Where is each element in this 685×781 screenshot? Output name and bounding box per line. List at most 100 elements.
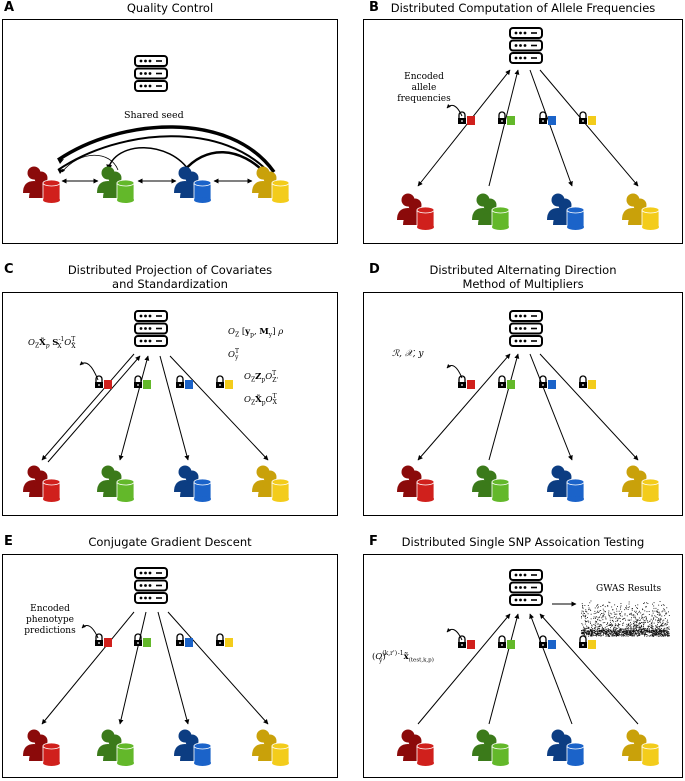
padlock-icon-c-3 [176,375,193,389]
formula-c-right: OZ [yp, My] ρ OTy OZZpOTZ' OZX̃pOTX [228,324,296,411]
user-database-icon-f-3 [547,729,585,766]
shared-seed-label: Shared seed [124,110,184,121]
encoded-allele-line3: frequencies [397,94,451,104]
padlock-icon-f-4 [579,635,596,649]
padlock-icon-f-3 [539,635,556,649]
encoded-allele-line2: allele [411,83,437,93]
arrow-f-3 [529,613,573,725]
padlock-icon-d-3 [539,375,556,389]
arrow-d-1 [417,353,511,461]
user-database-icon-e-1 [23,729,61,766]
arrow-e-1 [41,611,135,725]
encoded-allele-label: Encoded allele frequencies [392,72,456,105]
user-database-icon-e-4 [252,729,290,766]
padlock-icon-b-2 [498,111,515,125]
panel-letter-f: F [369,534,378,549]
panel-title-d-line2: Method of Multipliers [462,277,584,291]
arrow-e-2 [118,611,147,725]
arrow-f-2 [488,613,520,725]
curved-arrow-icon-b [446,104,463,117]
gwas-manhattan-plot [581,600,670,637]
user-database-icon-c-3 [174,465,212,502]
user-database-icon-e-3 [174,729,212,766]
user-database-icon-c-4 [252,465,290,502]
encoded-phenotype-line1: Encoded [30,604,70,614]
panel-e-box [2,554,338,778]
user-database-icon-d-2 [472,465,510,502]
user-database-icon-d-3 [547,465,585,502]
panel-title-c-line2: and Standardization [112,277,228,291]
user-database-icon-a-4 [252,166,290,203]
user-database-icon-d-1 [397,465,435,502]
user-database-icon-a-2 [97,166,135,203]
curved-arrow-icon-d [446,364,463,379]
server-icon-d [509,310,543,347]
panel-a-box [2,19,338,244]
seed-arc-4 [106,147,191,173]
padlock-icon-c-1 [95,375,112,389]
panel-letter-a: A [4,0,15,15]
padlock-icon-e-4 [216,633,233,647]
padlock-icon-e-1 [95,633,112,647]
server-icon-a [134,55,168,92]
padlock-icon-f-2 [498,635,515,649]
user-database-icon-f-4 [622,729,660,766]
arrow-b-4 [539,69,639,187]
seed-arc-5 [61,154,119,173]
arrow-f-4 [539,613,639,725]
server-icon-e [134,567,168,604]
seed-arc-3 [182,151,269,177]
arrow-c-2 [118,355,150,461]
encoded-phenotype-line2: phenotype [26,615,74,625]
user-database-icon-b-1 [397,193,435,230]
seed-arc-1 [57,125,276,174]
arrow-c-3 [159,355,190,461]
arrow-b-3 [529,69,573,187]
user-database-icon-c-1 [23,465,61,502]
padlock-icon-c-4 [216,375,233,389]
server-icon-c [134,310,168,347]
panel-title-a: Quality Control [126,1,214,15]
formula-c-right-2: OZZpOTZ' [244,370,279,384]
encoded-phenotype-label: Encoded phenotype predictions [18,604,82,637]
panel-letter-b: B [369,0,379,15]
panel-title-c: Distributed Projection of Covariates and… [0,263,340,291]
encoded-allele-line1: Encoded [404,72,444,82]
padlock-icon-d-1 [458,375,475,389]
arrow-d-4 [539,353,639,461]
panel-title-e: Conjugate Gradient Descent [88,535,252,549]
formula-c-right-1: OZ [yp, My] ρ OTy [228,327,284,362]
panel-letter-d: D [369,262,380,277]
user-database-icon-f-1 [397,729,435,766]
arrow-e-3 [157,611,190,725]
formula-c-left: OZX̃p S-1X OTX̃ [28,336,76,350]
user-database-icon-b-4 [622,193,660,230]
arrow-e-4 [167,611,269,725]
server-icon-f [509,569,543,606]
user-database-icon-d-4 [622,465,660,502]
gwas-results-label: GWAS Results [596,584,662,594]
padlock-icon-f-1 [458,635,475,649]
padlock-icon-b-3 [539,111,556,125]
panel-letter-e: E [4,534,13,549]
user-database-icon-b-3 [547,193,585,230]
user-database-icon-c-2 [97,465,135,502]
panel-letter-c: C [4,262,14,277]
user-database-icon-a-3 [174,166,212,203]
formula-f: (O(k,r')y)-1x̃(test,k,p) [372,650,434,664]
padlock-icon-d-4 [579,375,596,389]
padlock-icon-e-3 [176,633,193,647]
arrow-d-2 [488,353,520,461]
padlock-icon-d-2 [498,375,515,389]
seed-arc-2 [57,135,273,177]
encoded-phenotype-line3: predictions [24,626,76,636]
arrow-b-1 [417,69,511,187]
seed-arc-1-head [58,159,64,164]
arrow-c-down-1 [41,353,135,461]
arrow-f-1 [417,613,511,725]
panel-title-f: Distributed Single SNP Assoication Testi… [401,535,645,549]
curved-arrow-icon-f [446,628,463,641]
padlock-icon-b-1 [458,111,475,125]
admm-label: ℛ, 𝒳, y [392,349,424,359]
